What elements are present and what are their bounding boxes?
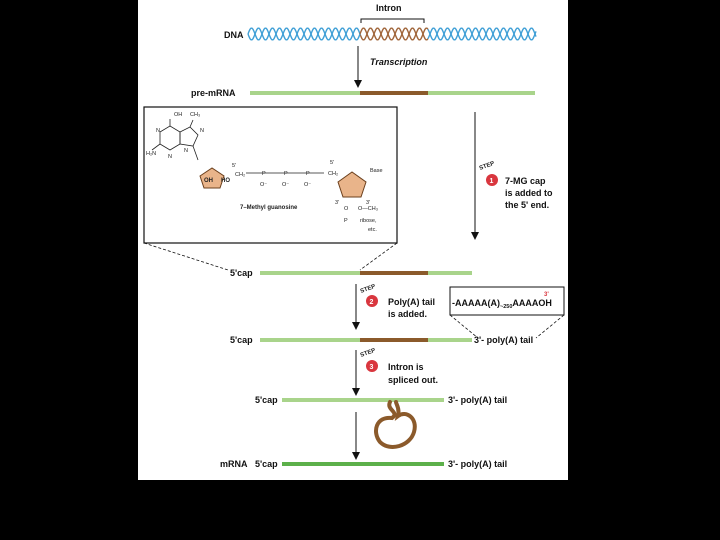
pre-mrna-intron <box>360 91 428 95</box>
base-label: Base <box>370 168 383 174</box>
five-prime-right: 5' <box>330 160 334 166</box>
o-minus-3: O⁻ <box>304 182 311 188</box>
three-prime-2: 3' <box>366 200 370 206</box>
dna-strand <box>427 27 537 41</box>
right-ribose-sugar <box>337 171 367 198</box>
oh-group: OH <box>174 112 182 118</box>
ch2-right: CH₂ <box>328 171 338 177</box>
polya-zoom-lines <box>449 314 565 339</box>
tail-label-1: 3'- poly(A) tail <box>474 335 533 345</box>
step2-badge <box>366 295 378 307</box>
mature-mrna <box>282 462 444 466</box>
polya-sequence-box <box>449 286 565 316</box>
structure-title: 7–Methyl guanosine <box>240 205 298 211</box>
pre-mrna-exon-left <box>250 91 360 95</box>
mrna-label: mRNA <box>220 459 248 469</box>
phosphate-4: P <box>344 218 348 224</box>
dna-strand <box>427 27 537 41</box>
step3-word: STEP <box>360 348 377 359</box>
ring-n-3: N <box>184 148 188 154</box>
row1-exon-left <box>260 271 360 275</box>
five-prime-left: 5' <box>232 163 236 169</box>
phosphate-2: P <box>284 171 288 177</box>
row2-intron <box>360 338 428 342</box>
dna-double-helix <box>247 27 537 41</box>
o-minus-2: O⁻ <box>282 182 289 188</box>
tail-label-2: 3'- poly(A) tail <box>448 395 507 405</box>
step1-line3: the 5' end. <box>505 200 549 210</box>
o-ch3: O—CH₃ <box>358 206 378 212</box>
cap-label-4: 5'cap <box>255 459 278 469</box>
step1-line2: is added to <box>505 188 553 198</box>
ribose-etc-label: ribose, <box>360 218 377 224</box>
phosphate-1: P <box>262 171 266 177</box>
step1-line1: 7-MG cap <box>505 176 546 186</box>
transcription-label: Transcription <box>370 57 428 67</box>
step1-word: STEP <box>479 161 496 172</box>
row1-exon-right <box>428 271 472 275</box>
step2-line1: Poly(A) tail <box>388 297 435 307</box>
polya-seq-end: AAAAOH <box>512 298 552 308</box>
step2-word: STEP <box>360 284 377 295</box>
pre-mrna-label: pre-mRNA <box>191 88 236 98</box>
step1-number: 1 <box>490 178 494 185</box>
tail-label-3: 3'- poly(A) tail <box>448 459 507 469</box>
cap-label-3: 5'cap <box>255 395 278 405</box>
rna-processing-diagram: Intron DNA Transcription pre-mRNA OH CH₃… <box>143 3 565 469</box>
polya-sequence: -AAAAA(A)~250AAAAOH <box>452 298 552 310</box>
row3-exons <box>282 398 444 402</box>
step2-number: 2 <box>370 299 374 306</box>
n-plus-atom: N <box>200 128 204 134</box>
dna-strand <box>359 27 429 41</box>
pre-mrna-exon-right <box>428 91 535 95</box>
ch2-left: CH₂ <box>235 172 245 178</box>
step1-badge <box>486 174 498 186</box>
oh-group-2: OH <box>204 178 213 184</box>
row2-exon-left <box>260 338 360 342</box>
intron-label: Intron <box>376 3 402 13</box>
step3-line1: Intron is <box>388 362 424 372</box>
ch3-group: CH₃ <box>190 112 200 118</box>
cap-label-2: 5'cap <box>230 335 253 345</box>
zoom-lines <box>143 242 398 271</box>
dna-strand <box>359 27 429 41</box>
step2-line2: is added. <box>388 309 427 319</box>
row1-intron <box>360 271 428 275</box>
left-ribose-sugar <box>199 167 225 189</box>
polya-seq-sub: ~250 <box>500 304 512 310</box>
three-prime-1: 3' <box>335 200 339 206</box>
phosphate-3: P <box>306 171 310 177</box>
o-minus-1: O⁻ <box>260 182 267 188</box>
h2n-group: H₂N <box>146 151 156 157</box>
ring-n-1: N <box>156 128 160 134</box>
intron-bracket <box>360 18 425 23</box>
ring-n-2: N <box>168 154 172 160</box>
polya-seq-start: -AAAAA(A) <box>452 298 500 308</box>
diagram-panel: Intron DNA Transcription pre-mRNA OH CH₃… <box>138 0 568 480</box>
etc-label: etc. <box>368 227 377 233</box>
ho-group: HO <box>221 178 230 184</box>
step3-badge <box>366 360 378 372</box>
excised-intron-lariat <box>374 400 417 449</box>
polya-3prime: 3' <box>544 292 549 298</box>
step3-number: 3 <box>370 364 374 371</box>
o-bridge: O <box>344 206 349 212</box>
dna-strand <box>247 27 361 41</box>
row2-exon-right <box>428 338 472 342</box>
step3-line2: spliced out. <box>388 375 438 385</box>
cap-label-1: 5'cap <box>230 268 253 278</box>
guanine-base-structure <box>151 119 199 161</box>
dna-label: DNA <box>224 30 244 40</box>
